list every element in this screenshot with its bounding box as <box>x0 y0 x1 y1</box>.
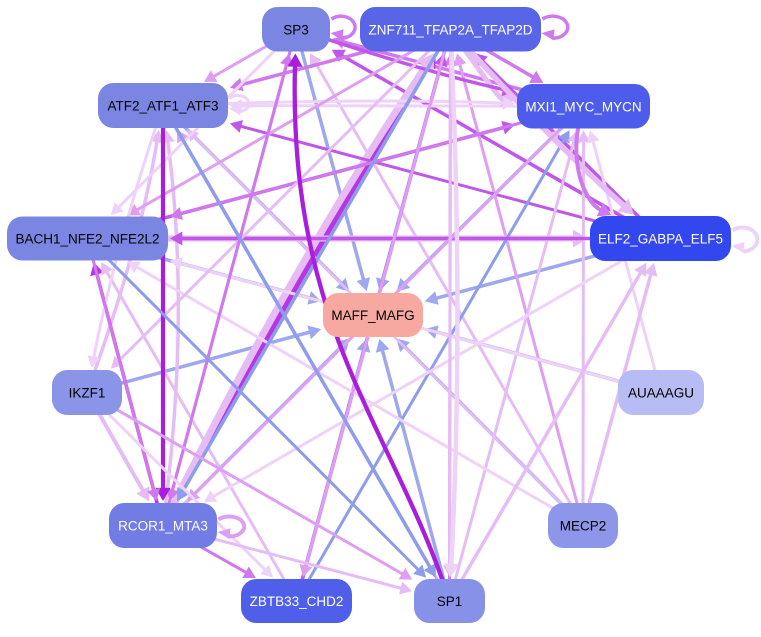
svg-text:ZNF711_TFAP2A_TFAP2D: ZNF711_TFAP2A_TFAP2D <box>368 22 532 37</box>
svg-text:MAFF_MAFG: MAFF_MAFG <box>331 308 414 323</box>
svg-text:RCOR1_MTA3: RCOR1_MTA3 <box>118 519 208 534</box>
svg-text:SP3: SP3 <box>283 22 309 37</box>
svg-text:AUAAAGU: AUAAAGU <box>628 386 694 401</box>
svg-text:MECP2: MECP2 <box>560 519 607 534</box>
svg-text:ZBTB33_CHD2: ZBTB33_CHD2 <box>250 594 344 609</box>
svg-text:ELF2_GABPA_ELF5: ELF2_GABPA_ELF5 <box>598 232 723 247</box>
svg-text:IKZF1: IKZF1 <box>69 386 106 401</box>
svg-text:SP1: SP1 <box>437 594 463 609</box>
svg-text:BACH1_NFE2_NFE2L2: BACH1_NFE2_NFE2L2 <box>15 232 159 247</box>
svg-text:ATF2_ATF1_ATF3: ATF2_ATF1_ATF3 <box>107 99 218 114</box>
svg-text:MXI1_MYC_MYCN: MXI1_MYC_MYCN <box>525 99 641 114</box>
